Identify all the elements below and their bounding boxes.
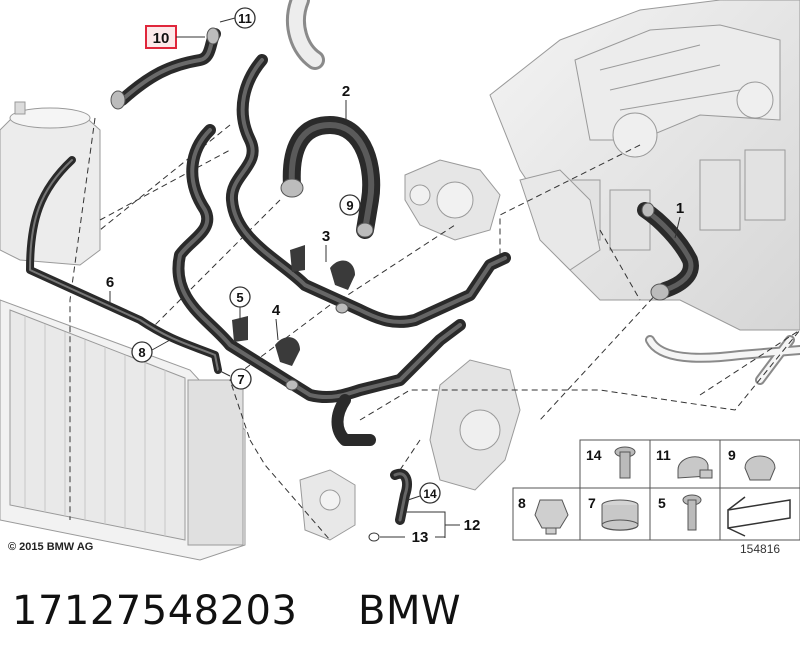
legend-label-7: 7: [588, 495, 596, 511]
water-pump: [429, 359, 521, 491]
legend-label-11: 11: [656, 447, 671, 463]
callout-2: 2: [342, 83, 350, 100]
callout-6: 6: [106, 274, 114, 291]
callout-5: 5: [236, 290, 243, 305]
callout-9: 9: [346, 198, 353, 213]
clamps: [110, 27, 670, 391]
legend-grid: 14 11 9 8 7 5: [512, 439, 800, 541]
screw-icon: [614, 446, 636, 479]
legend-label-8: 8: [518, 495, 526, 511]
image-number: 154816: [740, 542, 780, 556]
callout-14: 14: [423, 487, 437, 501]
part-number: 17127548203: [12, 588, 298, 634]
thermostat-housing: [404, 159, 501, 241]
band-clamp-icon: [601, 499, 639, 531]
callout-10: 10: [153, 30, 170, 47]
callout-4: 4: [272, 302, 281, 319]
callout-1: 1: [676, 200, 684, 217]
plastic-clip-icon: [534, 499, 569, 535]
legend-label-5: 5: [658, 495, 666, 511]
callout-3: 3: [322, 228, 330, 245]
legend-label-14: 14: [586, 447, 602, 463]
arrow-icon: [727, 496, 791, 537]
callouts: 10 11 2 9 3 1 6 5 4 8 7: [106, 7, 684, 546]
copyright-notice: © 2015 BMW AG: [8, 541, 94, 553]
callout-11: 11: [238, 11, 252, 26]
clamp-icon: [677, 456, 713, 479]
engine-block: [489, 0, 800, 331]
hose-brackets: [232, 245, 355, 366]
brand-name: BMW: [358, 588, 462, 634]
callout-7: 7: [237, 372, 244, 387]
callout-8: 8: [138, 345, 145, 360]
bolt-icon: [682, 494, 702, 531]
callout-13: 13: [412, 529, 429, 546]
legend-label-9: 9: [728, 447, 736, 463]
leader-lines: [69, 117, 800, 541]
callout-12: 12: [464, 517, 481, 534]
radiator: [0, 299, 246, 561]
valve-unit: [299, 469, 356, 541]
spring-clip-icon: [744, 455, 776, 481]
